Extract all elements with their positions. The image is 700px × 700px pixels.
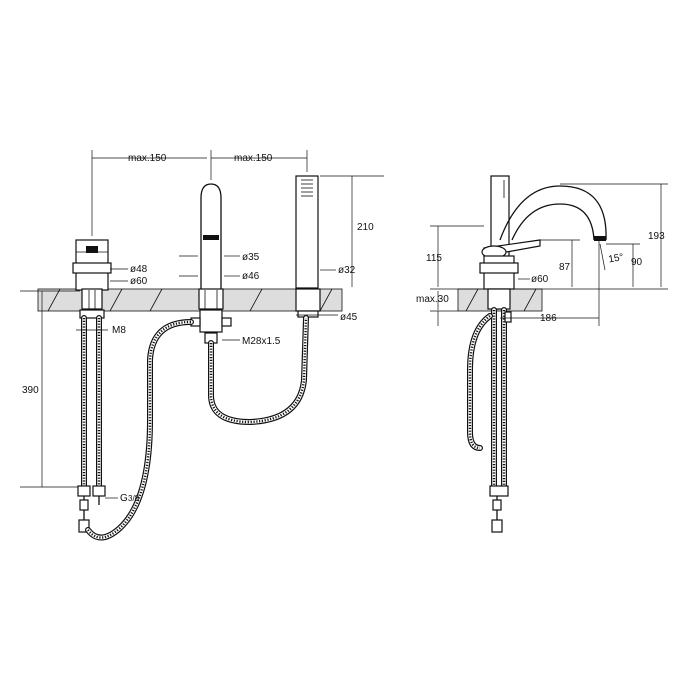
dim-g-thread: G bbox=[120, 493, 128, 504]
dim-186: 186 bbox=[540, 313, 557, 324]
dim-max30: max.30 bbox=[416, 294, 449, 305]
dim-87: 87 bbox=[559, 262, 571, 273]
dim-dia-35: ø35 bbox=[242, 252, 260, 263]
dim-g-fraction: 3/8 bbox=[128, 494, 140, 503]
dim-dia-60-side: ø60 bbox=[531, 274, 549, 285]
front-view: max.150 max.150 210 ø48 ø60 ø35 ø46 ø32 … bbox=[20, 150, 384, 541]
dim-390: 390 bbox=[22, 385, 39, 396]
front-spout bbox=[190, 183, 232, 344]
front-deck-hatch bbox=[47, 288, 333, 312]
left-valve-body bbox=[72, 239, 112, 310]
dim-angle-15: 15° bbox=[608, 252, 625, 265]
dim-193: 193 bbox=[648, 231, 665, 242]
dim-m28: M28x1.5 bbox=[242, 336, 281, 347]
side-pipes bbox=[467, 307, 512, 533]
dim-dia-45: ø45 bbox=[340, 312, 358, 323]
side-view: 193 115 87 90 15° ø60 max.30 186 bbox=[416, 175, 668, 533]
dim-max-right: max.150 bbox=[234, 153, 273, 164]
dim-m8: M8 bbox=[112, 325, 126, 336]
dim-dia-48: ø48 bbox=[130, 264, 148, 275]
dim-max-left: max.150 bbox=[128, 153, 167, 164]
left-supply-pipes bbox=[77, 309, 106, 533]
side-spout bbox=[499, 185, 607, 241]
front-dimension-lines bbox=[20, 150, 384, 499]
side-dimension-lines bbox=[430, 183, 668, 326]
side-deck-hatch bbox=[465, 288, 537, 312]
dim-dia-46: ø46 bbox=[242, 271, 260, 282]
dim-115: 115 bbox=[426, 253, 442, 264]
dim-dia-32: ø32 bbox=[338, 265, 356, 276]
shower-hose bbox=[85, 315, 309, 541]
dim-dia-60-front: ø60 bbox=[130, 276, 148, 287]
hand-shower bbox=[295, 175, 321, 318]
dim-210: 210 bbox=[357, 222, 374, 233]
side-valve-body bbox=[479, 239, 541, 310]
front-deck bbox=[37, 288, 343, 312]
dim-90: 90 bbox=[631, 257, 643, 268]
